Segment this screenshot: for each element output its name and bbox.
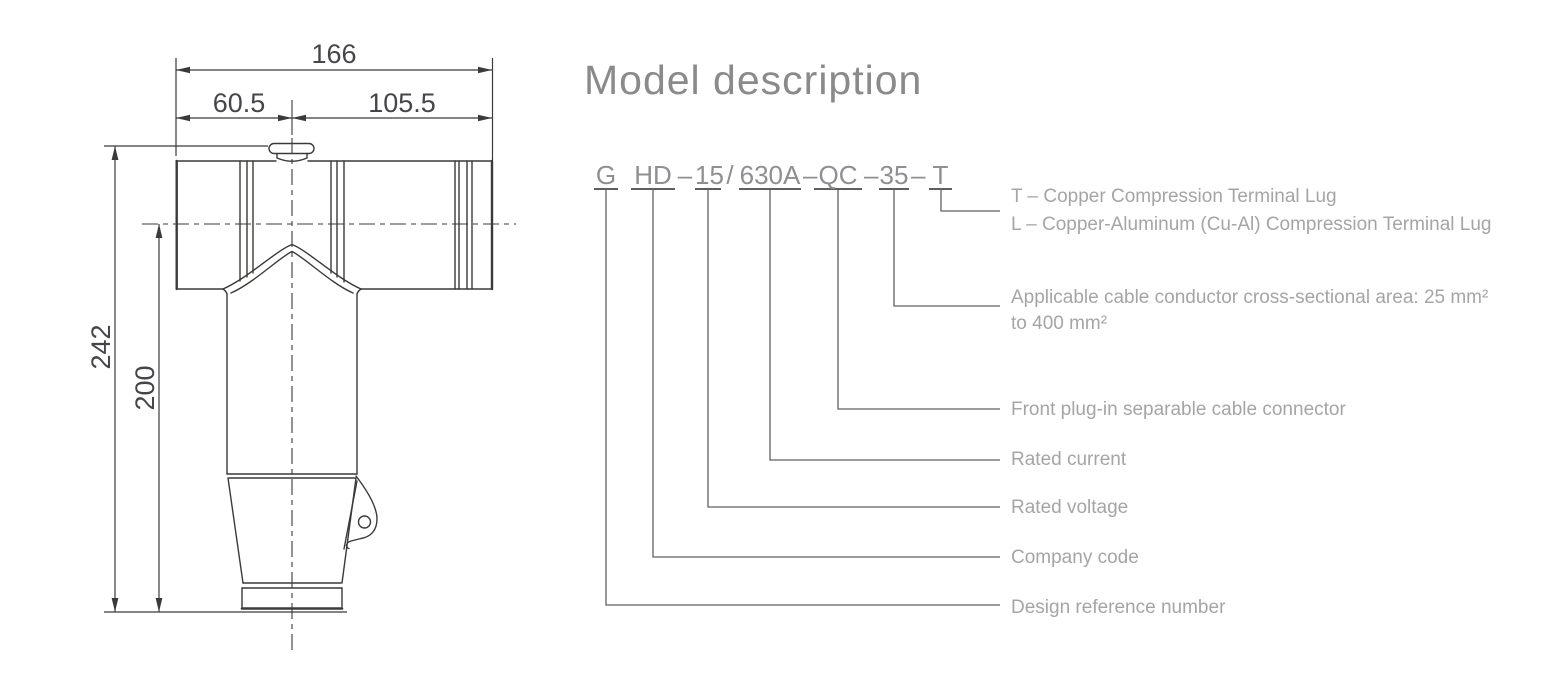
label-design-ref: Design reference number [1011,597,1226,618]
label-terminal-lug-t: T – Copper Compression Terminal Lug [1011,186,1337,207]
label-rated-voltage: Rated voltage [1011,497,1129,518]
connector-outline [175,142,494,610]
pull-tab-hole [357,515,372,529]
dimension-lines [104,58,494,613]
leader-company [652,190,1000,558]
code-separator-dash: – [911,160,926,190]
code-separator-dash: – [803,160,818,190]
section-title: Model description [584,57,923,103]
leader-terminal [940,190,1000,212]
dim-left-offset-text: 60.5 [213,88,266,118]
code-segment-current: 630A [739,160,801,190]
dim-overall-height-text: 242 [86,324,116,369]
pull-tab-inner-edge [343,480,358,550]
label-cross-section: Applicable cable conductor cross-section… [1011,285,1488,337]
dimension-arrows [111,66,492,612]
chevron-inner [230,250,354,294]
dim-body-height-text: 200 [130,365,160,410]
label-rated-current: Rated current [1011,449,1127,470]
tube-walls [226,293,358,475]
center-lines [142,100,516,650]
dimension-texts: 166 60.5 105.5 242 200 [86,39,436,411]
code-segment-design-ref: G [594,160,618,190]
code-segment-cross-section: 35 [879,160,909,190]
connector-technical-drawing: 166 60.5 105.5 242 200 [86,39,516,650]
code-segment-company-code: HD [631,161,675,190]
leader-type [837,190,1000,410]
dim-right-offset-text: 105.5 [368,88,436,118]
label-cross-section-line2: to 400 mm² [1011,313,1108,334]
code-segment-terminal: T [929,161,952,190]
code-segment-voltage: 15 [695,160,724,190]
body-bands [239,160,473,290]
tube-shoulder [226,473,358,479]
label-connector-type: Front plug-in separable cable connector [1011,399,1346,420]
label-terminal-lug: T – Copper Compression Terminal Lug L – … [1011,183,1491,239]
leader-voltage [707,190,1000,508]
code-separator-dash: – [677,160,693,190]
label-terminal-lug-l: L – Copper-Aluminum (Cu-Al) Compression … [1011,214,1492,235]
label-company-code: Company code [1011,547,1139,568]
leader-design-ref [605,190,1000,606]
code-separator-slash: / [726,160,734,190]
code-segment-type: QC [814,161,862,190]
label-cross-section-line1: Applicable cable conductor cross-section… [1011,287,1489,308]
tube-bottom-walls [241,587,343,608]
leader-current [769,190,1000,461]
leader-cross-section [893,190,1000,307]
code-separator-dash: – [864,160,879,190]
pull-tab-outline [345,475,378,550]
dim-total-width-text: 166 [311,39,356,69]
